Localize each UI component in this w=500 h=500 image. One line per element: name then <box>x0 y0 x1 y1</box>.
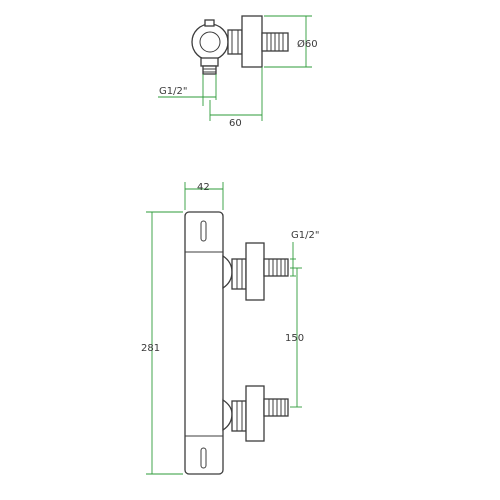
top-inlet <box>200 57 219 67</box>
top-thread-hatch <box>266 33 284 51</box>
spacing-label: 150 <box>285 333 304 344</box>
bottom-handle-slot <box>200 447 207 469</box>
upper-elbow <box>222 254 233 290</box>
top-knob <box>204 19 215 27</box>
lower-flange <box>245 385 265 442</box>
top-view <box>191 15 289 75</box>
top-dimensions: Ø60 G1/2" 60 <box>158 15 318 129</box>
top-nut <box>227 29 243 55</box>
lower-connector <box>263 398 289 417</box>
front-dimensions: 42 281 G1/2" 150 <box>141 182 319 475</box>
lower-nut <box>231 400 247 432</box>
top-flange <box>241 15 263 68</box>
upper-nut <box>231 258 247 290</box>
upper-connector <box>263 258 289 277</box>
body-width-label: 42 <box>197 182 210 193</box>
diameter-label: Ø60 <box>297 38 318 50</box>
top-inlet-thread <box>202 65 217 75</box>
top-thread-label: G1/2" <box>159 86 187 97</box>
top-handle-slot <box>200 220 207 242</box>
front-thread-label: G1/2" <box>291 230 319 241</box>
top-body-circle <box>191 23 229 61</box>
lower-outlet <box>222 385 289 442</box>
top-width-label: 60 <box>229 118 242 129</box>
front-body <box>184 211 224 475</box>
top-body-inner-circle <box>199 31 221 53</box>
upper-outlet <box>222 242 289 301</box>
front-view <box>184 211 289 475</box>
lower-elbow <box>222 398 233 432</box>
upper-flange <box>245 242 265 301</box>
height-label: 281 <box>141 343 160 354</box>
